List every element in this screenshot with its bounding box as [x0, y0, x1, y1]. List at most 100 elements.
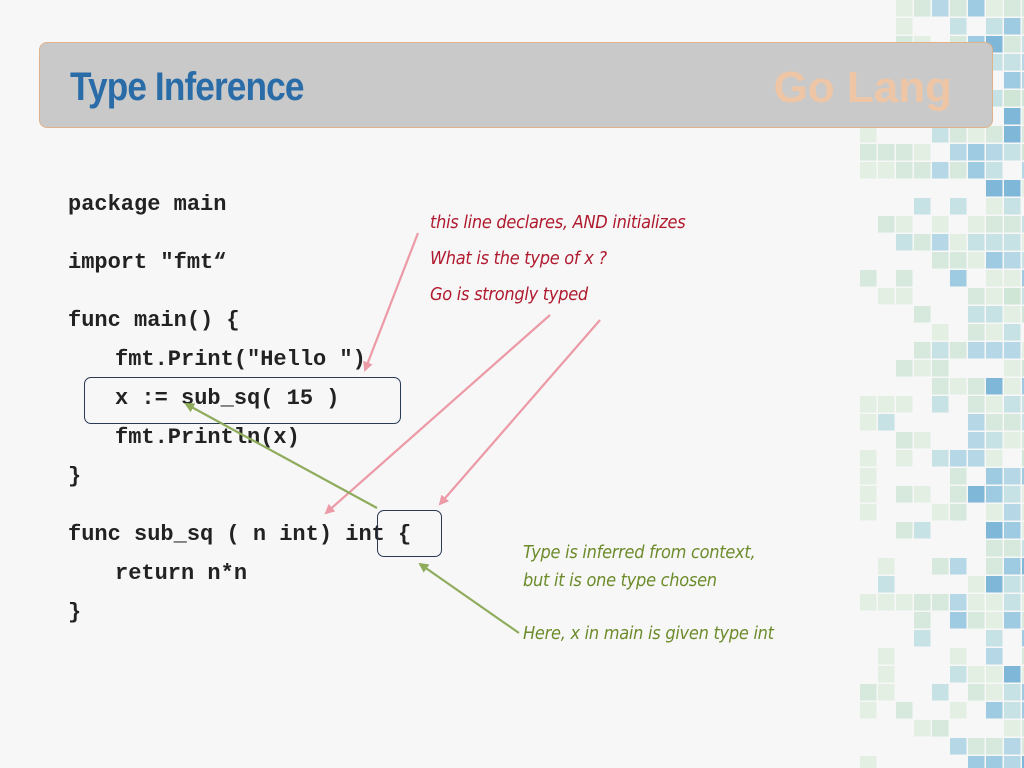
mosaic-tile [932, 126, 949, 143]
mosaic-tile [896, 450, 913, 467]
note-strongly-typed: Go is strongly typed [430, 284, 588, 305]
mosaic-tile [1004, 666, 1021, 683]
mosaic-tile [950, 504, 967, 521]
mosaic-tile [1022, 648, 1024, 665]
mosaic-tile [986, 684, 1003, 701]
mosaic-tile [914, 630, 931, 647]
code-line-close-sub-sq: } [68, 600, 82, 625]
mosaic-tile [968, 738, 985, 755]
mosaic-tile [1022, 684, 1024, 701]
mosaic-tile [968, 666, 985, 683]
mosaic-tile [950, 234, 967, 251]
mosaic-tile [968, 594, 985, 611]
mosaic-tile [1004, 306, 1021, 323]
mosaic-tile [1004, 720, 1021, 737]
mosaic-tile [968, 162, 985, 179]
mosaic-tile [986, 576, 1003, 593]
mosaic-tile [896, 216, 913, 233]
mosaic-tile [1022, 342, 1024, 359]
mosaic-tile [950, 198, 967, 215]
mosaic-tile [1022, 90, 1024, 107]
mosaic-tile [1022, 306, 1024, 323]
mosaic-tile [1022, 486, 1024, 503]
mosaic-tile [878, 288, 895, 305]
mosaic-tile [986, 378, 1003, 395]
mosaic-tile [986, 324, 1003, 341]
code-line-print: fmt.Print("Hello ") [115, 347, 366, 372]
mosaic-tile [878, 684, 895, 701]
mosaic-tile [914, 522, 931, 539]
mosaic-tile [950, 666, 967, 683]
mosaic-tile [1022, 540, 1024, 557]
mosaic-tile [950, 702, 967, 719]
mosaic-tile [914, 360, 931, 377]
mosaic-tile [1004, 756, 1021, 768]
mosaic-tile [968, 756, 985, 768]
mosaic-tile [1022, 36, 1024, 53]
mosaic-tile [1022, 72, 1024, 89]
note-type-question: What is the type of x ? [430, 248, 607, 269]
mosaic-tile [986, 594, 1003, 611]
mosaic-tile [914, 198, 931, 215]
mosaic-tile [986, 522, 1003, 539]
mosaic-tile [896, 594, 913, 611]
mosaic-tile [914, 306, 931, 323]
mosaic-tile [860, 126, 877, 143]
mosaic-tile [932, 324, 949, 341]
mosaic-tile [968, 450, 985, 467]
mosaic-tile [914, 162, 931, 179]
mosaic-tile [986, 756, 1003, 768]
mosaic-tile [1004, 144, 1021, 161]
mosaic-tile [1004, 0, 1021, 17]
mosaic-tile [1022, 756, 1024, 768]
mosaic-tile [968, 486, 985, 503]
mosaic-tile [950, 270, 967, 287]
mosaic-tile [1004, 504, 1021, 521]
mosaic-tile [1022, 126, 1024, 143]
mosaic-tile [986, 486, 1003, 503]
mosaic-tile [914, 234, 931, 251]
mosaic-tile [896, 234, 913, 251]
mosaic-tile [878, 396, 895, 413]
mosaic-tile [986, 396, 1003, 413]
mosaic-tile [932, 234, 949, 251]
mosaic-tile [1022, 288, 1024, 305]
code-line-close-main: } [68, 464, 82, 489]
mosaic-tile [896, 162, 913, 179]
mosaic-tile [896, 432, 913, 449]
mosaic-tile [1004, 18, 1021, 35]
mosaic-tile [932, 216, 949, 233]
mosaic-tile [968, 324, 985, 341]
mosaic-tile [1004, 324, 1021, 341]
mosaic-tile [986, 216, 1003, 233]
code-line-func-main: func main() { [68, 308, 240, 333]
mosaic-tile [986, 18, 1003, 35]
note-given-type: Here, x in main is given type int [523, 623, 774, 644]
mosaic-tile [932, 396, 949, 413]
note-inferred-line1: Type is inferred from context, [523, 542, 756, 563]
mosaic-tile [1004, 108, 1021, 125]
mosaic-tile [986, 126, 1003, 143]
mosaic-tile [968, 306, 985, 323]
mosaic-tile [986, 648, 1003, 665]
mosaic-tile [968, 126, 985, 143]
brand-watermark: Go Lang [773, 63, 952, 112]
mosaic-tile [950, 144, 967, 161]
mosaic-tile [1022, 738, 1024, 755]
mosaic-tile [968, 0, 985, 17]
mosaic-tile [1022, 396, 1024, 413]
mosaic-tile [860, 396, 877, 413]
mosaic-tile [1004, 594, 1021, 611]
mosaic-tile [1004, 468, 1021, 485]
mosaic-tile [1022, 558, 1024, 575]
mosaic-tile [968, 432, 985, 449]
mosaic-tile [896, 18, 913, 35]
mosaic-tile [1022, 414, 1024, 431]
mosaic-tile [878, 558, 895, 575]
mosaic-tile [1004, 126, 1021, 143]
mosaic-tile [932, 360, 949, 377]
mosaic-tile [1004, 54, 1021, 71]
mosaic-tile [986, 540, 1003, 557]
mosaic-tile [896, 486, 913, 503]
mosaic-tile [986, 198, 1003, 215]
